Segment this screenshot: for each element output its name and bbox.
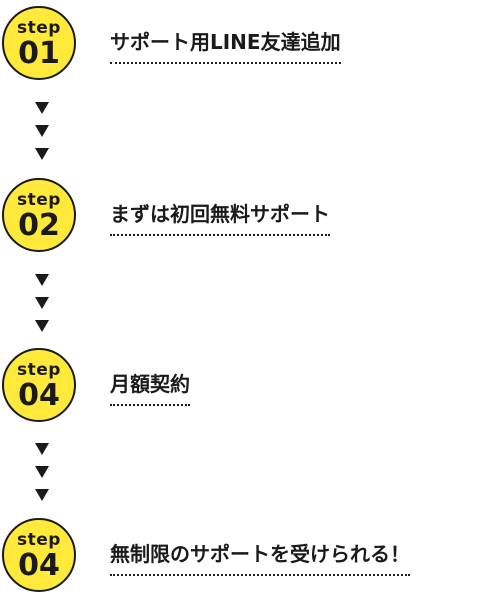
step-badge-word: step xyxy=(17,18,61,38)
down-triangle-icon xyxy=(35,297,49,309)
step-badge: step 04 xyxy=(2,518,76,592)
step-badge: step 02 xyxy=(2,178,76,252)
down-triangle-icon xyxy=(35,466,49,478)
step-badge: step 04 xyxy=(2,348,76,422)
down-triangle-icon xyxy=(35,102,49,114)
down-triangle-icon xyxy=(35,125,49,137)
step-badge-number: 02 xyxy=(18,208,60,243)
down-triangle-icon xyxy=(35,489,49,501)
step-2: step 02 まずは初回無料サポート xyxy=(0,178,503,258)
step-label: 月額契約 xyxy=(110,370,190,406)
step-badge-word: step xyxy=(17,360,61,380)
step-badge-number: 04 xyxy=(18,378,60,413)
down-triangle-icon xyxy=(35,274,49,286)
down-triangle-icon xyxy=(35,148,49,160)
step-badge: step 01 xyxy=(2,6,76,80)
down-triangle-icon xyxy=(35,320,49,332)
step-badge-number: 01 xyxy=(18,36,60,71)
down-triangle-icon xyxy=(35,443,49,455)
step-4: step 04 無制限のサポートを受けられる！ xyxy=(0,518,503,598)
step-badge-word: step xyxy=(17,530,61,550)
step-connector xyxy=(35,443,53,512)
step-label: まずは初回無料サポート xyxy=(110,200,330,236)
step-3: step 04 月額契約 xyxy=(0,348,503,428)
step-connector xyxy=(35,102,53,171)
step-1: step 01 サポート用LINE友達追加 xyxy=(0,6,503,86)
step-badge-number: 04 xyxy=(18,548,60,583)
step-label: 無制限のサポートを受けられる！ xyxy=(110,540,410,576)
step-badge-word: step xyxy=(17,190,61,210)
step-label: サポート用LINE友達追加 xyxy=(110,28,341,64)
step-connector xyxy=(35,274,53,343)
